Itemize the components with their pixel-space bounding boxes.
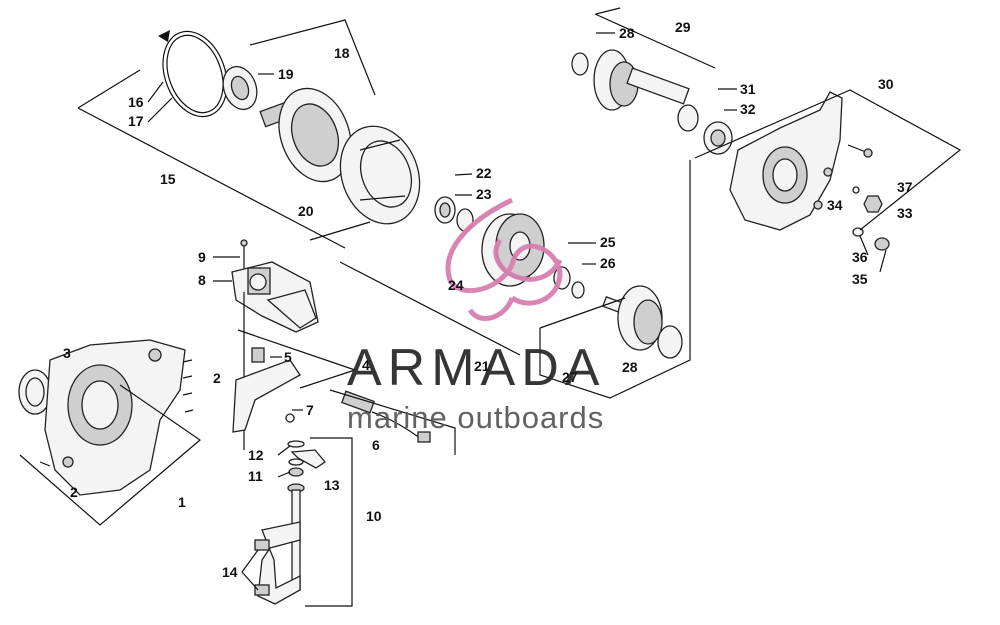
callout-12: 12 [248,447,264,463]
callout-18: 18 [334,45,350,61]
callout-15: 15 [160,171,176,187]
callout-31: 31 [740,81,756,97]
callout-28-upper: 28 [619,25,635,41]
callout-21: 21 [474,358,490,374]
callout-30: 30 [878,76,894,92]
callout-28-lower: 28 [622,359,638,375]
watermark-logo [445,197,563,321]
callout-7: 7 [306,402,314,418]
shift-motor-assembly [231,239,319,450]
callout-19: 19 [278,66,294,82]
callout-35: 35 [852,271,868,287]
callout-6: 6 [372,437,380,453]
callout-10: 10 [366,508,382,524]
callout-4: 4 [362,357,370,373]
callout-17: 17 [128,113,144,129]
callout-16: 16 [128,94,144,110]
callout-5: 5 [284,349,292,365]
leader-lines [147,32,887,591]
callout-22: 22 [476,165,492,181]
callout-20: 20 [298,203,314,219]
callouts: 1 2 2 3 4 5 6 7 8 9 10 11 12 13 14 15 16… [63,19,913,580]
callout-26: 26 [600,255,616,271]
callout-27: 27 [562,369,578,385]
watermark: ARMADA marine outboards [347,197,605,435]
callout-2-lower: 2 [70,484,78,500]
callout-11: 11 [248,468,263,484]
sensor-assembly [329,389,456,455]
callout-13: 13 [324,477,340,493]
callout-34: 34 [827,197,843,213]
callout-32: 32 [740,101,756,117]
clutch-assembly [77,19,421,249]
output-shaft-assembly [539,7,733,399]
callout-9: 9 [198,249,206,265]
shift-bracket-assembly [232,329,356,433]
callout-3: 3 [63,345,71,361]
callout-29: 29 [675,19,691,35]
shift-shaft-assembly [254,437,353,607]
callout-33: 33 [897,205,913,221]
watermark-tagline: marine outboards [347,400,604,435]
callout-1: 1 [178,494,186,510]
callout-23: 23 [476,186,492,202]
callout-8: 8 [198,272,206,288]
callout-24: 24 [448,277,464,293]
callout-25: 25 [600,234,616,250]
callout-2-upper: 2 [213,370,221,386]
callout-14: 14 [222,564,238,580]
callout-36: 36 [852,249,868,265]
cover-assembly [694,89,962,251]
watermark-brand: ARMADA [347,339,605,397]
callout-37: 37 [897,179,913,195]
housing-assembly [18,339,201,526]
